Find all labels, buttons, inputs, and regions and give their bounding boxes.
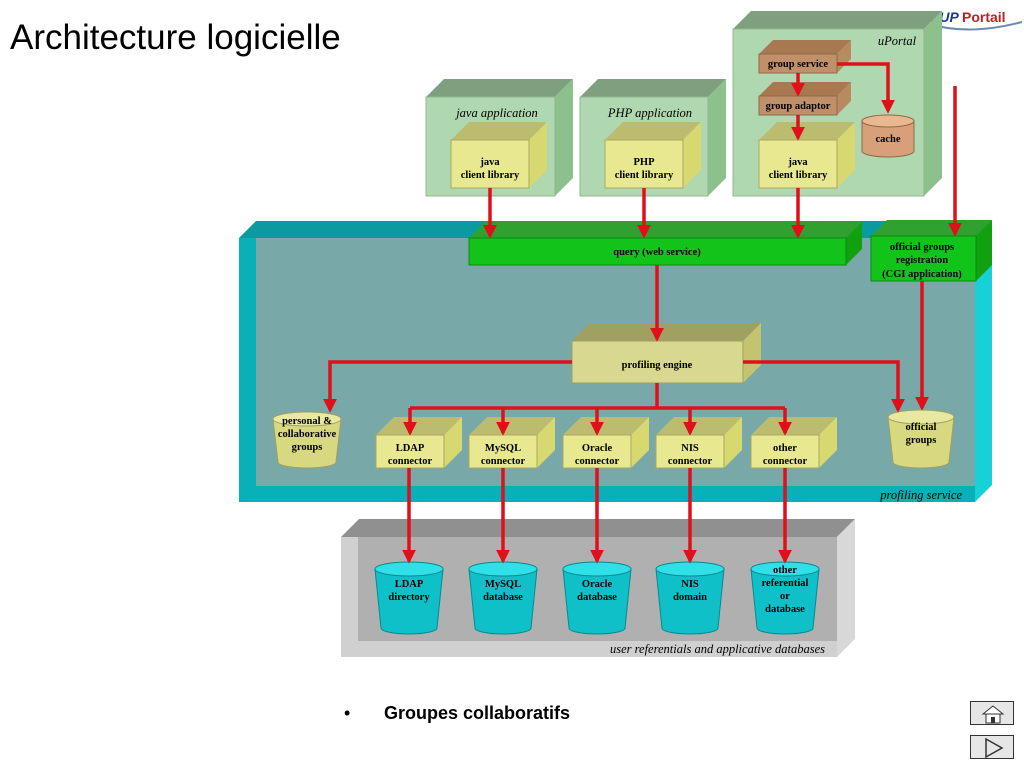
svg-text:Oracle: Oracle: [582, 579, 613, 590]
bullet-marker: •: [344, 703, 351, 723]
svg-text:java: java: [787, 157, 808, 168]
official-groups-cylinder: official groups: [887, 409, 955, 469]
bullet-item: • Groupes collaboratifs: [344, 703, 570, 724]
query-web-service-box: query (web service): [468, 222, 862, 266]
svg-text:query (web service): query (web service): [613, 247, 701, 258]
slide-title: Architecture logicielle: [10, 18, 341, 57]
svg-text:NIS: NIS: [681, 579, 699, 590]
personal-collaborative-groups-cylinder: personal & collaborative groups: [272, 411, 342, 469]
svg-text:PHP: PHP: [634, 157, 656, 168]
svg-text:domain: domain: [673, 592, 707, 603]
svg-text:collaborative: collaborative: [278, 429, 337, 440]
svg-text:group service: group service: [768, 59, 829, 70]
svg-text:client library: client library: [461, 170, 520, 181]
svg-text:personal &: personal &: [282, 416, 332, 427]
svg-text:official: official: [906, 422, 937, 433]
svg-text:connector: connector: [668, 456, 713, 467]
home-icon: [981, 705, 1005, 724]
svg-text:NIS: NIS: [681, 443, 699, 454]
bullet-text: Groupes collaboratifs: [384, 703, 571, 723]
svg-text:connector: connector: [388, 456, 433, 467]
java-application-label: java application: [454, 106, 538, 120]
svg-text:cache: cache: [875, 134, 900, 145]
profiling-engine-box: profiling engine: [571, 323, 761, 384]
svg-text:client library: client library: [615, 170, 674, 181]
svg-text:MySQL: MySQL: [485, 579, 521, 590]
svg-text:Portail: Portail: [962, 9, 1006, 25]
arrow-service-to-cache: [837, 62, 895, 114]
svg-text:profiling engine: profiling engine: [622, 360, 693, 371]
svg-text:registration: registration: [896, 255, 948, 266]
nis-connector-box: NIS connector: [655, 417, 742, 469]
svg-text:java: java: [479, 157, 500, 168]
group-service-box: group service: [758, 40, 851, 74]
oracle-connector-box: Oracle connector: [562, 417, 649, 469]
php-client-library-box: PHP client library: [604, 122, 701, 189]
java-client-library-box: java client library: [450, 122, 547, 189]
svg-text:connector: connector: [575, 456, 620, 467]
nis-domain-cylinder: NIS domain: [655, 561, 725, 635]
arrows: [323, 62, 962, 564]
uportal-label: uPortal: [878, 34, 917, 48]
official-groups-registration-box: official groups registration (CGI applic…: [870, 220, 992, 282]
arrow-engine-to-personal: [323, 360, 572, 413]
ldap-directory-cylinder: LDAP directory: [374, 561, 444, 635]
ldap-connector-box: LDAP connector: [375, 417, 462, 469]
svg-text:database: database: [765, 604, 805, 615]
svg-text:group adaptor: group adaptor: [766, 101, 831, 112]
svg-text:MySQL: MySQL: [485, 443, 521, 454]
svg-text:official groups: official groups: [890, 242, 954, 253]
svg-text:database: database: [577, 592, 617, 603]
uportal-java-client-library-box: java client library: [758, 122, 855, 189]
svg-text:other: other: [773, 443, 797, 454]
svg-text:LDAP: LDAP: [396, 443, 425, 454]
svg-text:client library: client library: [769, 170, 828, 181]
other-connector-box: other connector: [750, 417, 837, 469]
mysql-connector-box: MySQL connector: [468, 417, 555, 469]
mysql-database-cylinder: MySQL database: [468, 561, 538, 635]
play-next-icon: [985, 737, 1004, 759]
group-adaptor-box: group adaptor: [758, 82, 851, 116]
svg-text:groups: groups: [292, 442, 323, 453]
home-button[interactable]: [970, 701, 1014, 725]
cache-cylinder: cache: [861, 114, 915, 158]
svg-text:database: database: [483, 592, 523, 603]
svg-text:or: or: [780, 591, 790, 602]
svg-text:connector: connector: [481, 456, 526, 467]
architecture-diagram: java application PHP application uPortal…: [239, 11, 992, 657]
svg-text:other: other: [773, 565, 797, 576]
svg-text:LDAP: LDAP: [395, 579, 424, 590]
svg-text:referential: referential: [762, 578, 809, 589]
svg-text:Oracle: Oracle: [582, 443, 613, 454]
next-slide-button[interactable]: [970, 735, 1014, 759]
svg-text:groups: groups: [906, 435, 937, 446]
other-referential-cylinder: other referential or database: [750, 561, 820, 635]
svg-text:connector: connector: [763, 456, 808, 467]
databases-label: user referentials and applicative databa…: [610, 642, 825, 656]
oracle-database-cylinder: Oracle database: [562, 561, 632, 635]
php-application-label: PHP application: [607, 106, 692, 120]
svg-text:(CGI application): (CGI application): [882, 269, 962, 280]
svg-text:directory: directory: [388, 592, 430, 603]
arrow-engine-to-official-groups: [743, 360, 905, 413]
profiling-service-label: profiling service: [879, 488, 962, 502]
